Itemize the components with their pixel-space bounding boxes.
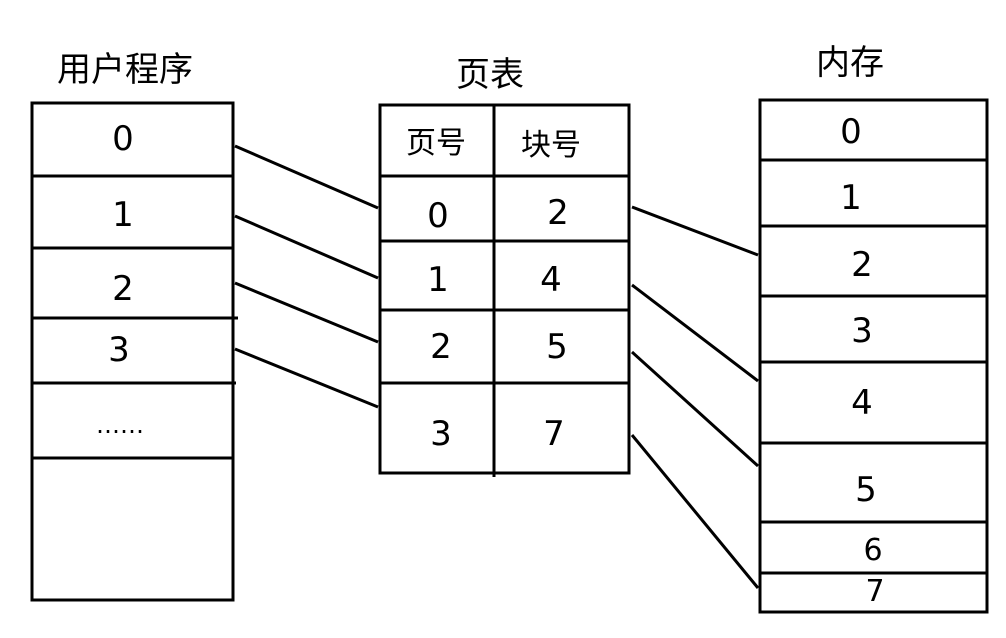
page-table-block-0: 2: [547, 193, 569, 233]
connector-block-7: [630, 434, 760, 589]
memory-row-3: 3: [851, 311, 873, 351]
user-program-row-2: 2: [112, 269, 134, 309]
user-program-title: 用户程序: [57, 50, 193, 90]
memory-row-4: 4: [851, 383, 873, 423]
page-table-page-1: 1: [427, 260, 449, 300]
connector-block-2: [631, 205, 759, 257]
user-program-row-ellipsis: ……: [96, 411, 144, 439]
user-program-box: [30, 101, 235, 602]
page-table-block-3: 7: [543, 414, 565, 454]
page-table-block-2: 5: [546, 327, 568, 367]
connector-block-4: [631, 283, 759, 383]
memory-row-2: 2: [851, 245, 873, 285]
page-table-page-2: 2: [430, 327, 452, 367]
page-table-header-block: 块号: [521, 128, 581, 163]
connector-page-3: [234, 347, 379, 409]
page-table-page-3: 3: [430, 414, 452, 454]
connector-page-1: [234, 214, 379, 280]
page-table-page-0: 0: [427, 196, 449, 236]
memory-box: [758, 98, 989, 614]
page-table-header-page: 页号: [406, 126, 466, 161]
memory-row-0: 0: [840, 112, 862, 152]
user-program-row-1: 1: [112, 195, 134, 235]
user-program-row-0: 0: [112, 119, 134, 159]
connector-block-5: [630, 350, 760, 468]
user-program-row-3: 3: [108, 330, 130, 370]
page-table-box: [378, 103, 631, 475]
memory-title: 内存: [816, 43, 884, 83]
memory-row-6: 6: [863, 533, 883, 568]
connector-page-2: [234, 281, 379, 344]
connector-page-0: [234, 144, 379, 210]
memory-row-1: 1: [840, 178, 862, 218]
memory-row-7: 7: [865, 574, 885, 609]
page-table-block-1: 4: [540, 260, 562, 300]
memory-row-5: 5: [855, 470, 877, 510]
page-table-title: 页表: [456, 55, 524, 95]
